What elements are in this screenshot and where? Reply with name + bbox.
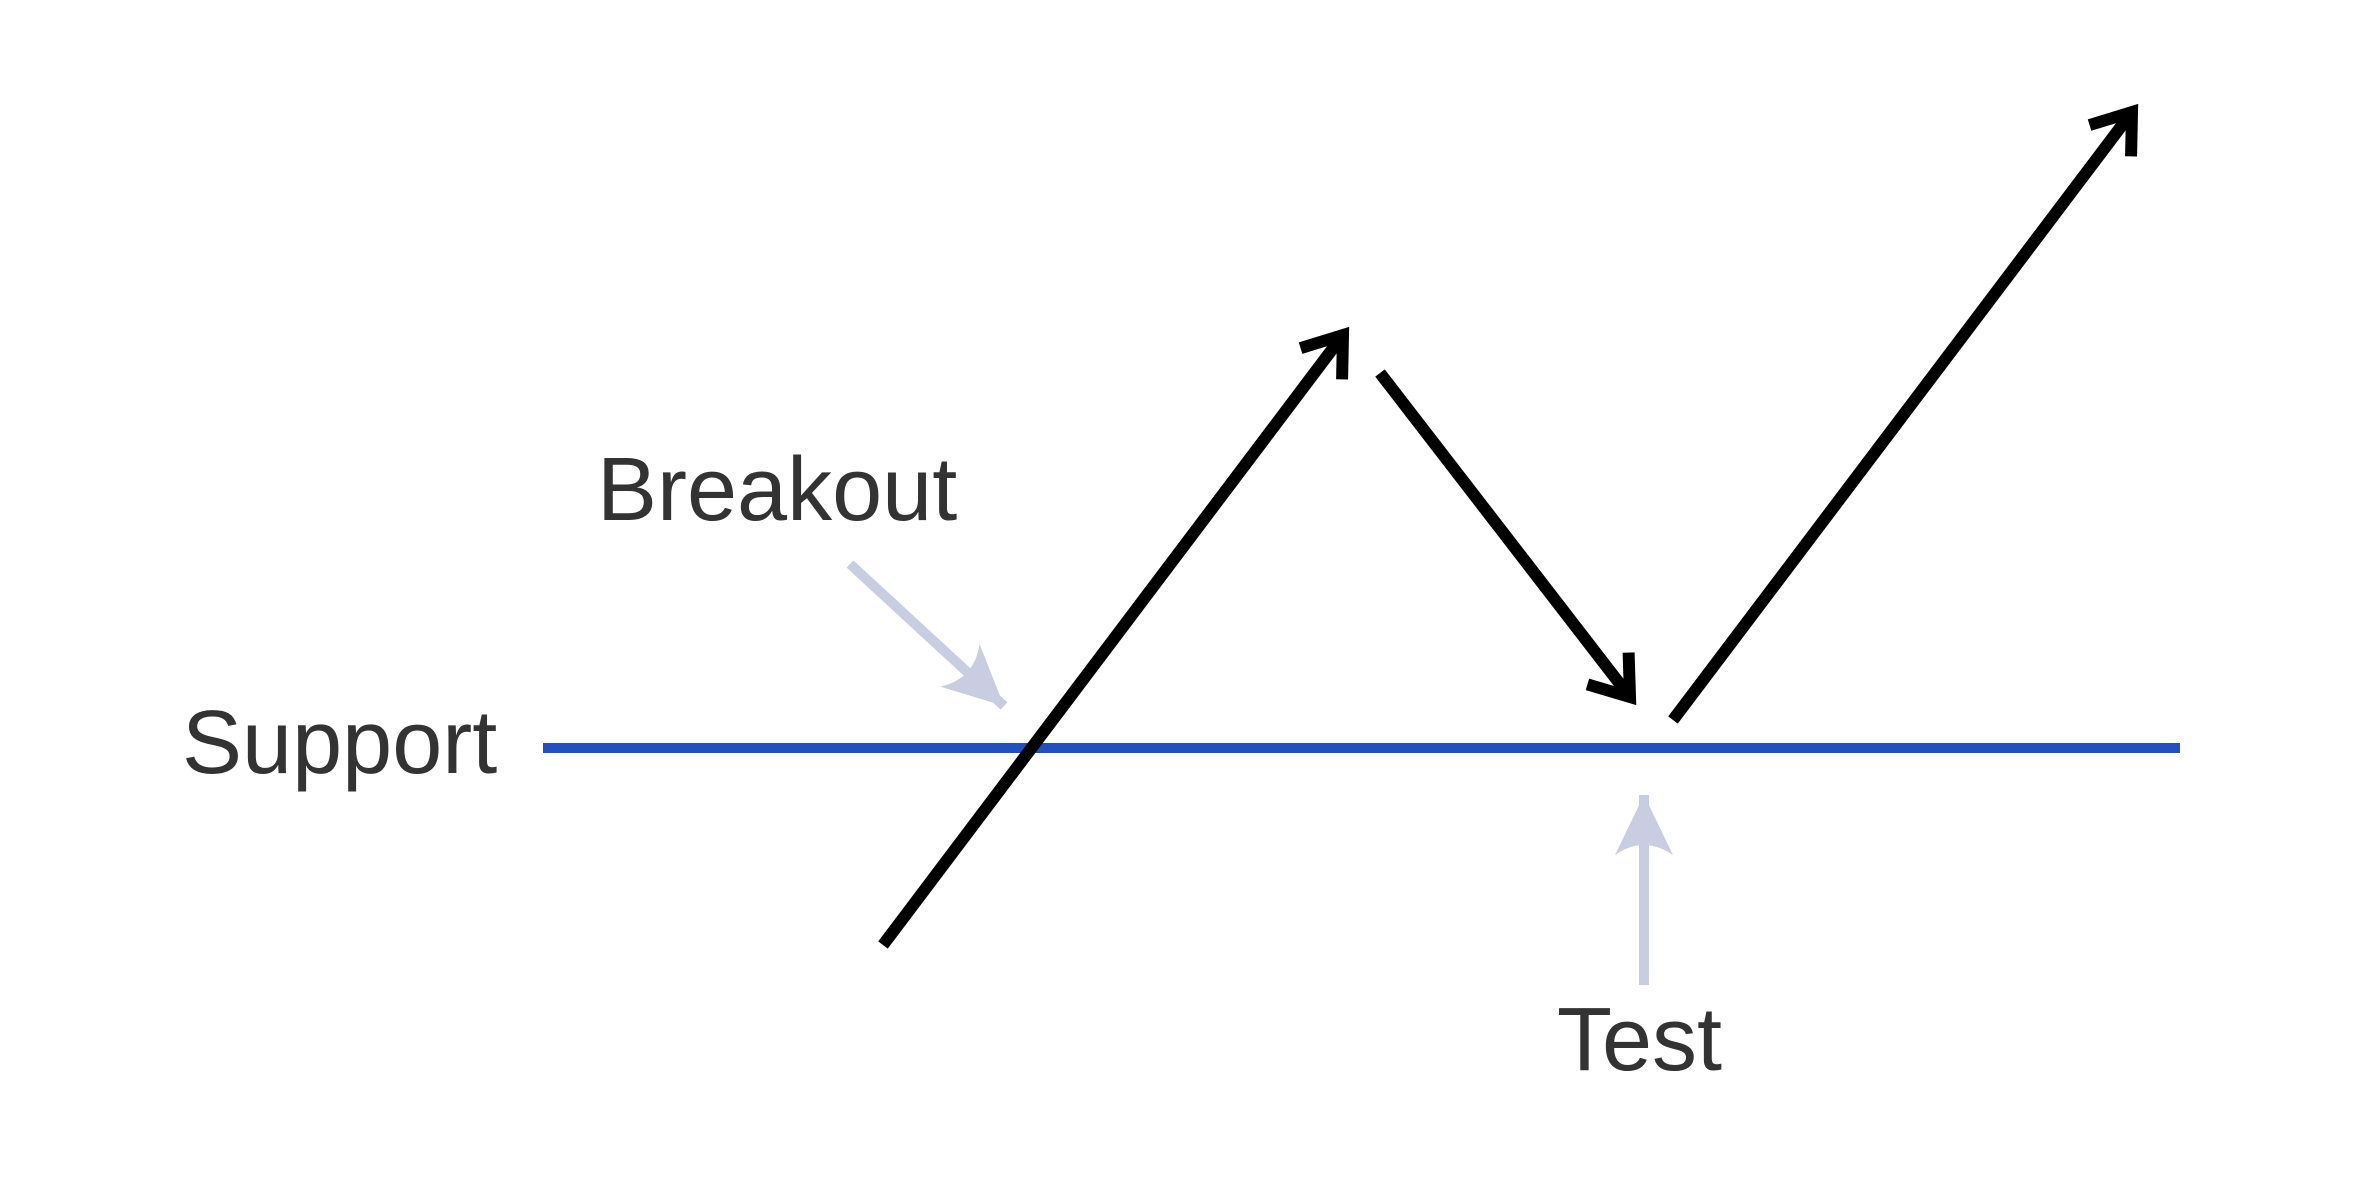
price-pullback-arrow	[1375, 369, 1637, 706]
breakout-pointer-arrow	[846, 560, 1008, 710]
breakout-label: Breakout	[597, 440, 957, 540]
support-label: Support	[182, 693, 497, 793]
price-bounce-arrow	[1668, 103, 2139, 724]
price-upmove-arrow	[878, 326, 1350, 949]
test-label: Test	[1557, 990, 1722, 1090]
